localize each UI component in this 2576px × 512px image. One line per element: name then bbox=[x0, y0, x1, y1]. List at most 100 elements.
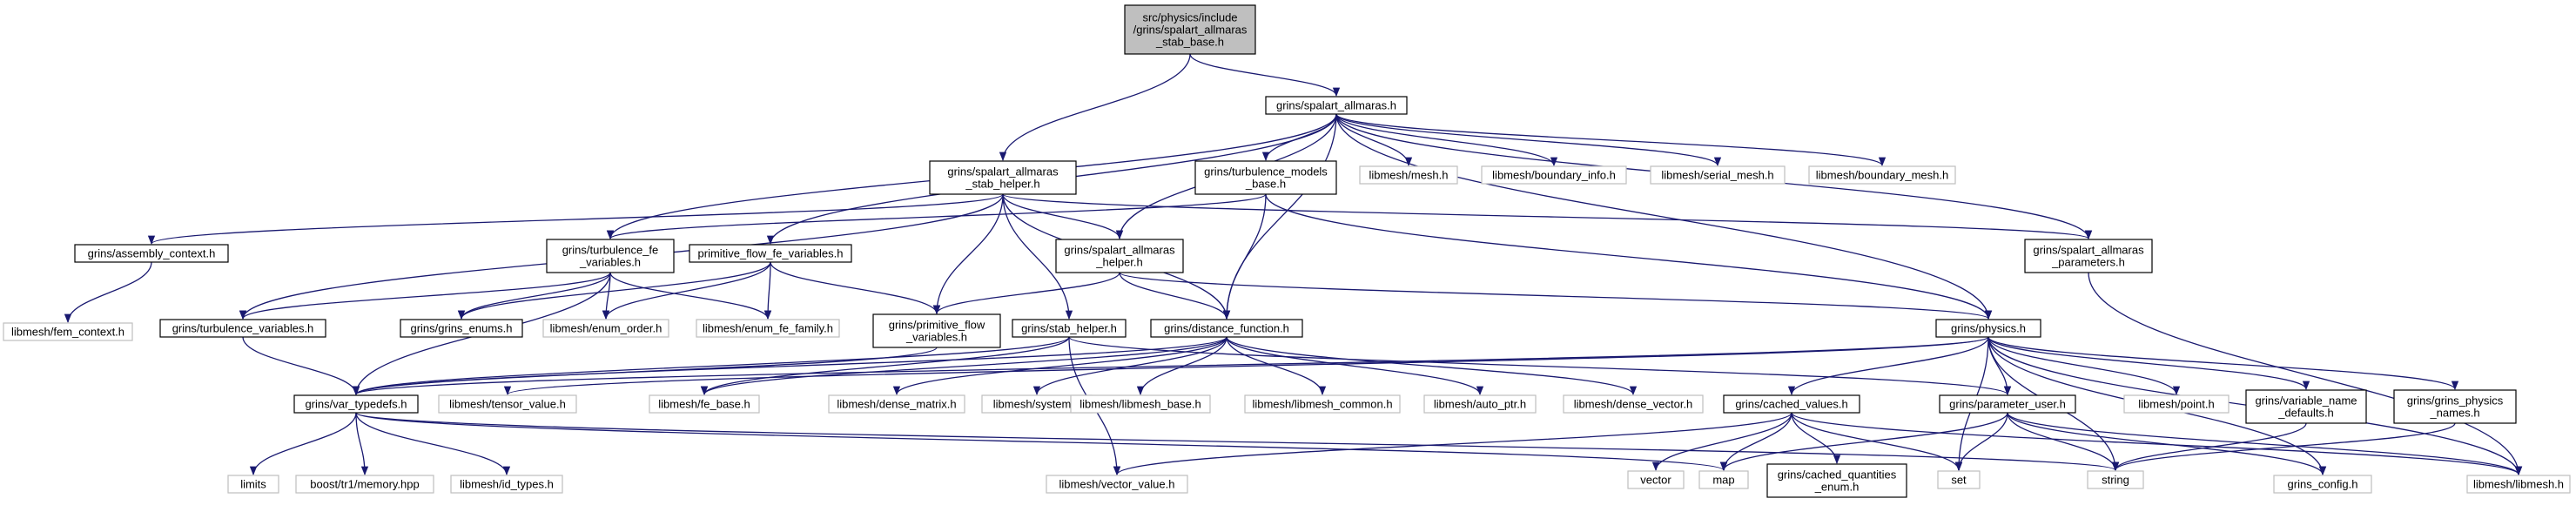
edge-stabhelper_sa-to-primflow bbox=[932, 193, 1004, 315]
edge-root-to-spalart bbox=[1189, 53, 1341, 98]
node-limits: limits bbox=[227, 475, 279, 494]
node-label: libmesh/libmesh_base.h bbox=[1079, 398, 1201, 411]
node-label: string bbox=[2102, 474, 2129, 487]
node-grins-var-typedefs-h[interactable]: grins/var_typedefs.h bbox=[293, 394, 419, 414]
node-box bbox=[400, 319, 523, 338]
node-libmesh-boundary-info-h: libmesh/boundary_info.h bbox=[1481, 165, 1627, 185]
node-box bbox=[1359, 165, 1458, 185]
node-libmesh-mesh-h: libmesh/mesh.h bbox=[1359, 165, 1458, 185]
edge-paramuser-to-map bbox=[1719, 412, 2008, 472]
edge-root-to-stabhelper_sa bbox=[999, 53, 1191, 162]
node-grins-stab-helper-h[interactable]: grins/stab_helper.h bbox=[1012, 319, 1127, 338]
node-label: grins/primitive_flow bbox=[889, 319, 985, 332]
node-grins-primitive-flow-variables-h[interactable]: grins/primitive_flow_variables.h bbox=[872, 313, 1001, 348]
node-grins-cached-quantities-enum-h[interactable]: grins/cached_quantities_enum.h bbox=[1766, 463, 1907, 498]
edge-stabhelper-to-vartypedefs bbox=[353, 336, 1070, 396]
edge-turbfe-to-turbvars bbox=[239, 272, 611, 320]
edge-distfn-to-febase bbox=[701, 336, 1227, 396]
node-label: _enum.h bbox=[1814, 481, 1860, 494]
node-grins-turbulence-models-base-h[interactable]: grins/turbulence_models_base.h bbox=[1194, 160, 1337, 195]
edge-vartypedefs-to-idtypes bbox=[355, 412, 511, 476]
node-libmesh-system-h: libmesh/system.h bbox=[981, 394, 1093, 414]
edge-distfn-to-system bbox=[1032, 336, 1227, 396]
node-box bbox=[1808, 165, 1956, 185]
node-libmesh-point-h: libmesh/point.h bbox=[2123, 394, 2230, 414]
edge-primflowfe-to-enumorder bbox=[602, 261, 771, 320]
node-grins-turbulence-variables-h[interactable]: grins/turbulence_variables.h bbox=[159, 319, 326, 338]
edge-cachedvals-to-set bbox=[1791, 412, 1963, 472]
node-grins-parameter-user-h[interactable]: grins/parameter_user.h bbox=[1939, 394, 2076, 414]
edge-distfn-to-densevector bbox=[1226, 336, 1638, 396]
node-libmesh-libmesh-h: libmesh/libmesh.h bbox=[2466, 475, 2571, 494]
edge-physnames-to-string bbox=[2111, 422, 2456, 472]
node-label: grins/grins_enums.h bbox=[410, 322, 512, 335]
edge-primflowfe-to-primflow bbox=[770, 261, 941, 315]
edge-distfn-to-autoptr bbox=[1226, 336, 1484, 396]
edge-stabhelper_sa-to-sahelper bbox=[1002, 193, 1124, 240]
node-grins-grins-enums-h[interactable]: grins/grins_enums.h bbox=[400, 319, 523, 338]
node-grins-spalart-allmaras-stab-helper-h[interactable]: grins/spalart_allmaras_stab_helper.h bbox=[929, 160, 1077, 195]
edge-spalart-to-turbmodels bbox=[1261, 113, 1337, 162]
edge-distfn-to-libmeshcommon bbox=[1226, 336, 1327, 396]
node-box bbox=[74, 244, 229, 263]
edge-cachedvals-to-libmeshh bbox=[1791, 412, 2522, 476]
node-grins-spalart-allmaras-helper-h[interactable]: grins/spalart_allmaras_helper.h bbox=[1055, 239, 1184, 273]
node-label: libmesh/libmesh_common.h bbox=[1252, 398, 1392, 411]
node-label: grins/spalart_allmaras.h bbox=[1276, 99, 1396, 112]
edge-paramuser-to-string bbox=[2007, 412, 2120, 472]
edge-turbfe-to-enumfefam bbox=[609, 272, 772, 320]
node-grins-assembly-context-h[interactable]: grins/assembly_context.h bbox=[74, 244, 229, 263]
node-grins-physics-h[interactable]: grins/physics.h bbox=[1935, 319, 2041, 338]
node-libmesh-fe-base-h: libmesh/fe_base.h bbox=[649, 394, 760, 414]
node-grins-spalart-allmaras-parameters-h[interactable]: grins/spalart_allmaras_parameters.h bbox=[2024, 239, 2153, 273]
edge-primflowfe-to-enumfefam bbox=[763, 261, 772, 320]
node-box bbox=[1265, 96, 1408, 115]
node-box bbox=[649, 394, 760, 414]
node-label: vector bbox=[1640, 474, 1671, 487]
node-box bbox=[159, 319, 326, 338]
node-box bbox=[1423, 394, 1537, 414]
node-label: grins/cached_values.h bbox=[1735, 398, 1847, 411]
node-box bbox=[872, 313, 1001, 348]
node-src-physics-include-grins-spalart-allmaras-stab-base-h[interactable]: src/physics/include/grins/spalart_allmar… bbox=[1124, 4, 1256, 55]
node-libmesh-enum-fe-family-h: libmesh/enum_fe_family.h bbox=[696, 319, 840, 338]
node-libmesh-dense-matrix-h: libmesh/dense_matrix.h bbox=[828, 394, 965, 414]
node-grins-grins-physics-names-h[interactable]: grins/grins_physics_names.h bbox=[2393, 389, 2517, 424]
edge-paramuser-to-libmeshh bbox=[2007, 412, 2522, 476]
node-label: _variables.h bbox=[905, 331, 967, 344]
node-label: libmesh/serial_mesh.h bbox=[1661, 169, 1773, 182]
node-box bbox=[293, 394, 419, 414]
node-box bbox=[1012, 319, 1127, 338]
node-libmesh-auto-ptr-h: libmesh/auto_ptr.h bbox=[1423, 394, 1537, 414]
node-box bbox=[929, 160, 1077, 195]
node-label: libmesh/auto_ptr.h bbox=[1434, 398, 1526, 411]
node-label: grins/spalart_allmaras bbox=[947, 165, 1059, 179]
node-label: primitive_flow_fe_variables.h bbox=[698, 247, 844, 260]
node-grins-cached-values-h[interactable]: grins/cached_values.h bbox=[1723, 394, 1860, 414]
node-label: libmesh/fe_base.h bbox=[658, 398, 750, 411]
node-boost-tr1-memory-hpp: boost/tr1/memory.hpp bbox=[295, 475, 434, 494]
node-grins-spalart-allmaras-h[interactable]: grins/spalart_allmaras.h bbox=[1265, 96, 1408, 115]
edge-sahelper-to-distfn bbox=[1119, 272, 1231, 320]
edge-physics-to-vartypedefs bbox=[353, 336, 1989, 396]
node-map: map bbox=[1698, 470, 1749, 489]
node-label: grins/assembly_context.h bbox=[88, 247, 216, 260]
node-grins-distance-function-h[interactable]: grins/distance_function.h bbox=[1150, 319, 1303, 338]
node-box bbox=[1046, 475, 1188, 494]
node-box bbox=[2393, 389, 2517, 424]
node-libmesh-dense-vector-h: libmesh/dense_vector.h bbox=[1563, 394, 1704, 414]
node-box bbox=[2466, 475, 2571, 494]
node-primitive-flow-fe-variables-h[interactable]: primitive_flow_fe_variables.h bbox=[689, 244, 852, 263]
node-box bbox=[1055, 239, 1184, 273]
node-label: _names.h bbox=[2429, 407, 2479, 420]
node-box bbox=[3, 322, 133, 341]
edge-distfn-to-vartypedefs bbox=[353, 336, 1227, 396]
node-libmesh-tensor-value-h: libmesh/tensor_value.h bbox=[438, 394, 577, 414]
node-box bbox=[696, 319, 840, 338]
node-box bbox=[295, 475, 434, 494]
node-grins-variable-name-defaults-h[interactable]: grins/variable_name_defaults.h bbox=[2245, 389, 2367, 424]
edge-turbmodels-to-distfn bbox=[1222, 193, 1267, 320]
node-label: libmesh/boundary_info.h bbox=[1492, 169, 1616, 182]
node-grins-turbulence-fe-variables-h[interactable]: grins/turbulence_fe_variables.h bbox=[546, 239, 675, 273]
